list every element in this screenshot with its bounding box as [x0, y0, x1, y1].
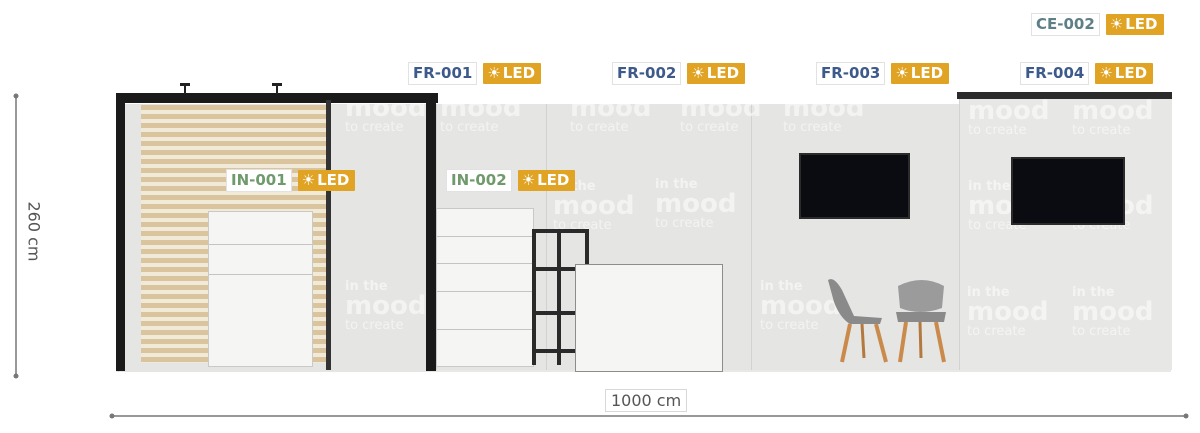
frame-top-beam — [116, 93, 438, 103]
frame-inner-post — [326, 100, 331, 370]
width-dimension-start — [109, 413, 115, 419]
chair-1-leg — [874, 323, 888, 363]
tag-fr-003: FR-003 ☀LED — [816, 61, 950, 85]
tag-in-001: IN-001 ☀LED — [226, 168, 356, 192]
tag-ce-002: CE-002 ☀LED — [1031, 12, 1164, 36]
chair-1-leg — [840, 323, 852, 363]
width-dimension-end — [1183, 413, 1189, 419]
sun-icon: ☀ — [1099, 63, 1113, 82]
reception-counter — [575, 264, 723, 372]
tag-code: IN-002 — [446, 168, 512, 192]
storage-cabinet-1 — [208, 211, 313, 367]
led-label: LED — [317, 170, 350, 189]
cabinet-divider — [209, 274, 312, 275]
chair-2-leg — [934, 321, 946, 363]
sun-icon: ☀ — [487, 63, 501, 82]
led-label: LED — [537, 170, 570, 189]
shelf-rack-pole — [532, 230, 536, 365]
spotlights — [180, 83, 282, 94]
frame-right-post — [426, 93, 436, 371]
shelf-rack-pole — [557, 230, 561, 365]
tv-screen-1 — [799, 153, 910, 219]
led-label: LED — [1125, 14, 1158, 33]
tag-code: FR-004 — [1020, 61, 1090, 85]
led-badge: ☀LED — [517, 169, 576, 191]
chair-1 — [828, 279, 888, 363]
chair-2-leg — [898, 321, 908, 363]
cabinet-divider — [437, 291, 533, 292]
chair-2 — [896, 280, 946, 363]
frame-left-post — [116, 93, 125, 371]
tag-code: FR-001 — [408, 61, 478, 85]
height-dimension-bottom — [13, 373, 19, 379]
chair-2-back — [898, 280, 944, 312]
tag-code: FR-002 — [612, 61, 682, 85]
sun-icon: ☀ — [691, 63, 705, 82]
chair-1-seat — [828, 279, 882, 324]
chair-2-leg — [918, 321, 923, 359]
wall-top-cap — [957, 92, 1172, 99]
sun-icon: ☀ — [301, 170, 316, 189]
height-dimension-label: 260 cm — [23, 191, 45, 272]
shelf-rack-bar — [532, 311, 577, 315]
led-badge: ☀LED — [1105, 13, 1164, 35]
tag-fr-002: FR-002 ☀LED — [612, 61, 746, 85]
spotlight-1 — [180, 83, 190, 86]
sun-icon: ☀ — [1109, 14, 1124, 33]
spotlight-2 — [272, 83, 282, 86]
cabinet-divider — [209, 244, 312, 245]
spotlight-1-stem — [184, 86, 186, 94]
shelf-rack-bar — [532, 349, 577, 353]
led-badge: ☀LED — [891, 62, 950, 84]
sun-icon: ☀ — [895, 63, 909, 82]
led-badge: ☀LED — [1095, 62, 1154, 84]
storage-cabinet-2 — [436, 208, 534, 367]
cabinet-divider — [437, 329, 533, 330]
cabinet-divider — [437, 236, 533, 237]
tag-in-002: IN-002 ☀LED — [446, 168, 576, 192]
led-label: LED — [910, 63, 944, 82]
tag-code: CE-002 — [1031, 12, 1100, 36]
tag-code: FR-003 — [816, 61, 886, 85]
chair-1-leg — [860, 323, 866, 359]
height-dimension-top — [13, 93, 19, 99]
tv-screen-2 — [1011, 157, 1125, 225]
led-badge: ☀LED — [687, 62, 746, 84]
shelf-rack-bar — [532, 229, 589, 233]
shelf-rack-pole — [585, 230, 589, 270]
spotlight-2-stem — [276, 86, 278, 94]
led-badge: ☀LED — [483, 62, 542, 84]
chair-2-seat — [896, 312, 946, 322]
shelf-rack-bar — [532, 267, 577, 271]
width-dimension-label: 1000 cm — [605, 389, 688, 412]
wall-section-4 — [751, 104, 960, 370]
wall-section-5 — [959, 98, 1172, 370]
chairs — [828, 279, 946, 363]
tag-fr-001: FR-001 ☀LED — [408, 61, 542, 85]
sun-icon: ☀ — [521, 170, 536, 189]
led-label: LED — [1114, 63, 1148, 82]
led-label: LED — [502, 63, 536, 82]
tag-code: IN-001 — [226, 168, 292, 192]
led-badge: ☀LED — [297, 169, 356, 191]
tag-fr-004: FR-004 ☀LED — [1020, 61, 1154, 85]
led-label: LED — [706, 63, 740, 82]
cabinet-divider — [437, 263, 533, 264]
